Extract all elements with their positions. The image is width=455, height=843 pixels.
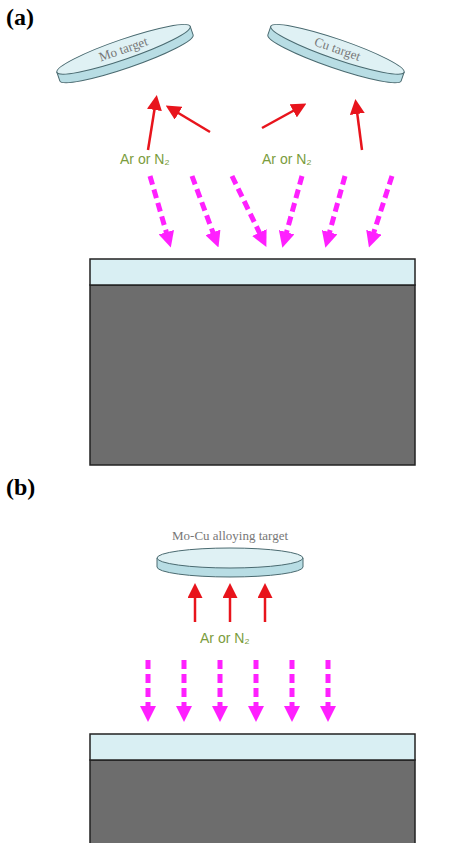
thin-film — [90, 259, 415, 285]
panel-label: (b) — [6, 474, 35, 501]
sputter-flux — [150, 176, 392, 238]
gas-label: Ar or N₂ — [200, 630, 250, 646]
sputter-target: Mo target — [49, 11, 200, 100]
gas-label: Ar or N₂ — [262, 151, 312, 167]
thin-film — [90, 734, 415, 760]
ion-arrows — [148, 100, 362, 150]
sputter-target: Mo-Cu alloying target — [155, 528, 305, 584]
target-label: Mo-Cu alloying target — [172, 528, 288, 544]
panel-label: (a) — [6, 4, 34, 31]
ion-arrows — [195, 588, 265, 622]
sputter-target: Cu target — [259, 11, 410, 100]
sputter-flux — [148, 660, 328, 712]
gas-label: Ar or N₂ — [120, 151, 170, 167]
substrate — [90, 285, 415, 465]
substrate — [90, 760, 415, 843]
